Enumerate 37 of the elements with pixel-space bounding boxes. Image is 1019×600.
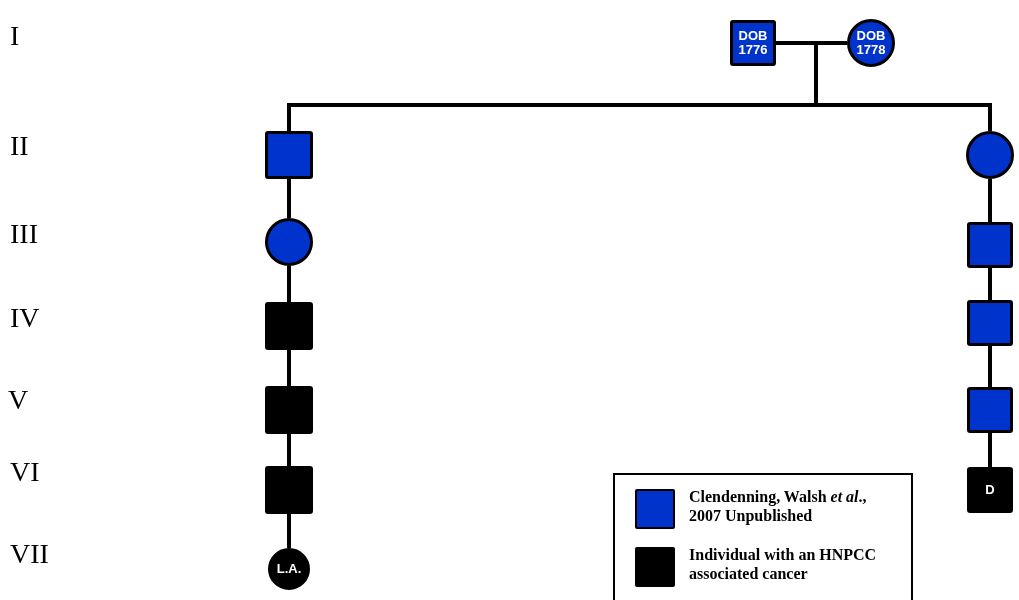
- generation-numeral: I: [10, 20, 20, 52]
- pedigree-line: [287, 179, 291, 218]
- male-symbol: [265, 386, 313, 434]
- pedigree-line: [287, 350, 291, 386]
- male-symbol: [967, 467, 1013, 513]
- male-symbol: [730, 20, 776, 66]
- pedigree-line: [814, 45, 992, 131]
- generation-numeral: III: [10, 218, 38, 250]
- pedigree-line: [287, 434, 291, 466]
- pedigree-line: [988, 179, 992, 222]
- generation-numeral: VII: [10, 538, 49, 570]
- legend-text: Individual with an HNPCC associated cancer: [689, 545, 878, 583]
- female-symbol: [265, 218, 313, 266]
- male-symbol: [967, 222, 1013, 268]
- male-symbol: [265, 131, 313, 179]
- individual-label: L.A.: [276, 562, 302, 576]
- female-symbol: [966, 131, 1014, 179]
- generation-numeral: IV: [10, 302, 40, 334]
- individual-label: DOB 1776: [737, 29, 769, 57]
- pedigree-line: [776, 41, 847, 45]
- male-symbol: [967, 300, 1013, 346]
- generation-numeral: VI: [10, 456, 40, 488]
- male-symbol: [265, 302, 313, 350]
- pedigree-line: [988, 268, 992, 300]
- pedigree-line: [988, 433, 992, 467]
- male-symbol: [967, 387, 1013, 433]
- female-symbol: [268, 548, 310, 590]
- individual-label: DOB 1778: [855, 29, 887, 57]
- legend-text: Clendenning, Walsh et al., 2007 Unpublished: [689, 487, 868, 525]
- male-symbol: [265, 466, 313, 514]
- generation-numeral: V: [8, 384, 29, 416]
- female-symbol: [847, 19, 895, 67]
- pedigree-line: [988, 346, 992, 387]
- pedigree-line: [287, 266, 291, 302]
- generation-numeral: II: [10, 130, 29, 162]
- pedigree-line: [287, 514, 291, 548]
- individual-label: D: [985, 483, 995, 497]
